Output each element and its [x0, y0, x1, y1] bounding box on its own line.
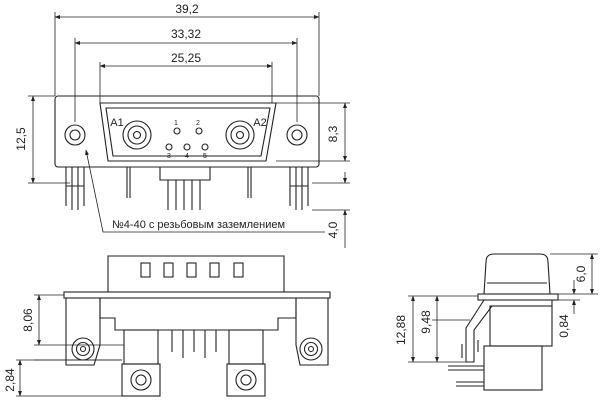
- dim-width-shell: 25,25: [171, 51, 201, 65]
- ground-tab-left: [65, 167, 85, 210]
- dim-side-top: 6,0: [574, 265, 588, 282]
- body-front: [99, 297, 297, 331]
- dim-height-right: 8,3: [326, 125, 340, 142]
- side-bracket: [465, 299, 553, 363]
- dim-width-overall: 39,2: [175, 2, 199, 16]
- mounting-hole-left: [64, 124, 86, 146]
- dim-side-total: 12,88: [394, 315, 408, 345]
- front-view-dimensions: [16, 294, 124, 397]
- label-a1: A1: [110, 117, 123, 129]
- grounding-note: №4-40 с резьбовым заземлением: [112, 219, 285, 231]
- ground-clamp-right: [295, 297, 329, 366]
- dim-height-left: 12,5: [14, 127, 28, 151]
- label-a2: A2: [253, 117, 266, 129]
- side-body: [489, 305, 553, 347]
- pin-label-2: 2: [196, 120, 200, 127]
- side-view: [448, 253, 559, 391]
- top-view-dimensions: [28, 12, 350, 248]
- coax-contact-a1: [122, 120, 152, 150]
- pin-label-4: 4: [185, 153, 189, 160]
- side-base: [483, 345, 543, 391]
- d-shell-inner: [105, 107, 271, 157]
- flange-front: [63, 291, 331, 299]
- ground-clamp-left: [65, 297, 101, 366]
- side-shell: [483, 253, 551, 295]
- dim-front-h1: 8,06: [21, 308, 35, 332]
- front-view: [63, 255, 331, 397]
- pin-label-3: 3: [167, 153, 171, 160]
- mounting-hole-right: [286, 124, 308, 146]
- dim-side-small: 0,84: [557, 314, 571, 338]
- side-view-dimensions: [408, 253, 598, 363]
- dim-side-mid: 9,48: [419, 310, 433, 334]
- dim-pin-length: 4,0: [326, 221, 340, 238]
- flange-outline: [54, 95, 320, 168]
- dim-front-h2: 2,84: [3, 368, 17, 392]
- board-pins: [126, 167, 252, 210]
- front-view-texts: 8,06 2,84: [3, 308, 35, 392]
- top-view-texts: 39,2 33,32 25,25 12,5 8,3 4,0 A1 A2 1 2 …: [14, 2, 340, 238]
- side-flange: [477, 293, 559, 301]
- d-shell-outer: [99, 102, 277, 162]
- pin-label-1: 1: [174, 120, 178, 127]
- pin-windows: [140, 262, 244, 278]
- coax-leg-right: [226, 329, 266, 397]
- side-view-texts: 12,88 9,48 6,0 0,84: [394, 265, 588, 345]
- pin-label-5: 5: [203, 153, 207, 160]
- top-view: [54, 95, 320, 210]
- front-pins: [171, 330, 217, 358]
- ground-tab-right: [289, 167, 309, 210]
- dim-width-mount: 33,32: [171, 27, 201, 41]
- signal-pins: [165, 127, 209, 151]
- coax-leg-left: [121, 329, 161, 397]
- coax-contact-a2: [225, 120, 255, 150]
- side-pins: [448, 340, 484, 387]
